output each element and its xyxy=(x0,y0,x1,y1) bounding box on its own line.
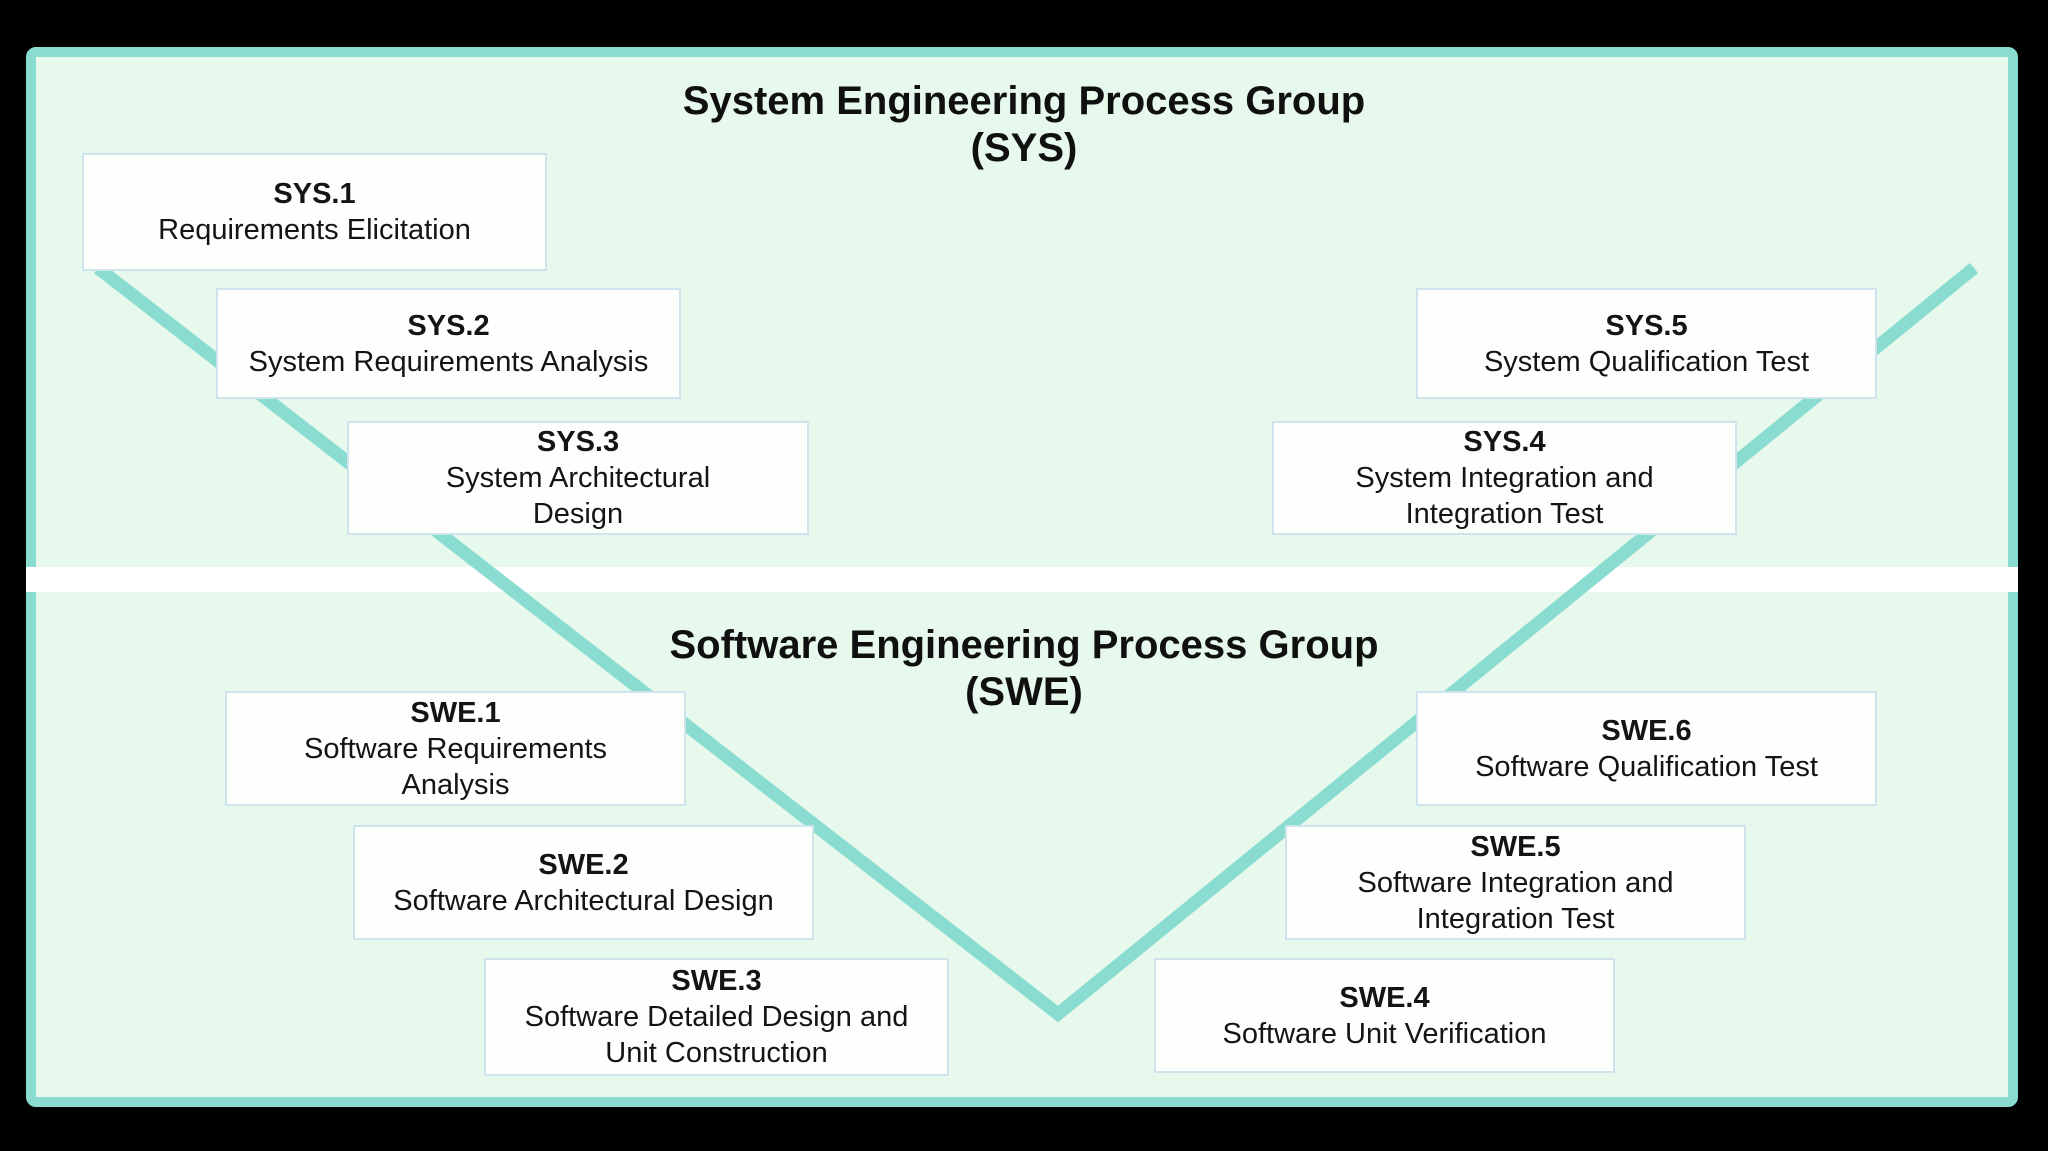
process-label: Software Qualification Test xyxy=(1475,750,1818,783)
process-code: SYS.4 xyxy=(1463,426,1546,458)
process-code: SWE.5 xyxy=(1470,830,1561,863)
process-label: System Qualification Test xyxy=(1483,345,1810,378)
process-label: System Architectural Design xyxy=(445,462,711,530)
process-box-sys-2: SYS.2 System Requirements Analysis xyxy=(216,288,681,399)
process-box-swe-2: SWE.2 Software Architectural Design xyxy=(353,825,814,940)
process-code: SYS.5 xyxy=(1605,309,1688,342)
process-label: Software Architectural Design xyxy=(393,884,774,917)
process-code: SYS.3 xyxy=(536,426,620,458)
process-label: Software Requirements Analysis xyxy=(303,732,608,801)
process-box-swe-6: SWE.6 Software Qualification Test xyxy=(1416,691,1877,806)
process-code: SWE.3 xyxy=(671,965,762,997)
process-label: Software Unit Verification xyxy=(1222,1017,1547,1050)
process-code: SYS.2 xyxy=(407,309,490,342)
sys-group-title-text: System Engineering Process Group xyxy=(682,79,1366,123)
section-divider-band xyxy=(26,567,2018,592)
process-label: Software Integration and Integration Tes… xyxy=(1357,866,1674,935)
process-code: SWE.2 xyxy=(538,848,629,881)
process-label: Requirements Elicitation xyxy=(158,214,471,246)
process-box-swe-3: SWE.3 Software Detailed Design and Unit … xyxy=(484,958,949,1076)
process-box-sys-3: SYS.3 System Architectural Design xyxy=(347,421,809,535)
process-label: System Integration and Integration Test xyxy=(1355,462,1654,530)
swe-group-title-text: Software Engineering Process Group xyxy=(669,623,1379,667)
sys-group-abbr: (SYS) xyxy=(970,126,1078,170)
process-box-swe-4: SWE.4 Software Unit Verification xyxy=(1154,958,1615,1073)
process-code: SWE.6 xyxy=(1601,714,1692,747)
process-box-swe-5: SWE.5 Software Integration and Integrati… xyxy=(1285,825,1746,940)
process-box-sys-4: SYS.4 System Integration and Integration… xyxy=(1272,421,1737,535)
process-label: Software Detailed Design and Unit Constr… xyxy=(524,1001,909,1069)
process-code: SYS.1 xyxy=(273,178,356,210)
sys-group-title: System Engineering Process Group (SYS) xyxy=(0,78,2048,172)
process-box-sys-1: SYS.1 Requirements Elicitation xyxy=(82,153,547,271)
process-box-swe-1: SWE.1 Software Requirements Analysis xyxy=(225,691,686,806)
process-label: System Requirements Analysis xyxy=(248,345,649,378)
process-code: SWE.4 xyxy=(1339,981,1430,1014)
process-code: SWE.1 xyxy=(410,696,501,729)
process-box-sys-5: SYS.5 System Qualification Test xyxy=(1416,288,1877,399)
